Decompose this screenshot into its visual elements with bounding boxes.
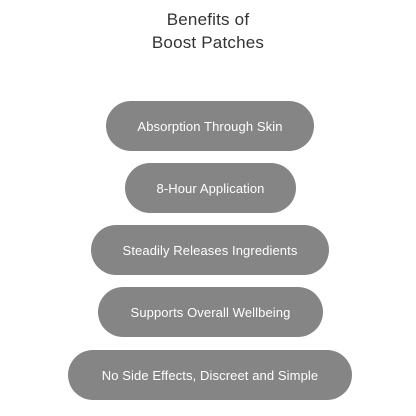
benefit-label: Supports Overall Wellbeing — [130, 304, 291, 320]
benefit-pill-side-effects: No Side Effects, Discreet and Simple — [68, 350, 352, 400]
benefit-pill-release: Steadily Releases Ingredients — [91, 225, 329, 275]
benefit-label: Steadily Releases Ingredients — [122, 242, 298, 258]
title-line-1: Benefits of — [166, 10, 250, 29]
title-line-2: Boost Patches — [151, 33, 265, 52]
benefit-label: No Side Effects, Discreet and Simple — [101, 367, 319, 383]
benefit-pill-application: 8-Hour Application — [125, 163, 296, 213]
benefit-label: Absorption Through Skin — [137, 118, 283, 134]
benefit-label: 8-Hour Application — [156, 180, 265, 196]
page-title: Benefits of Boost Patches — [0, 8, 416, 54]
benefit-pill-wellbeing: Supports Overall Wellbeing — [98, 287, 323, 337]
benefit-pill-absorption: Absorption Through Skin — [106, 101, 314, 151]
